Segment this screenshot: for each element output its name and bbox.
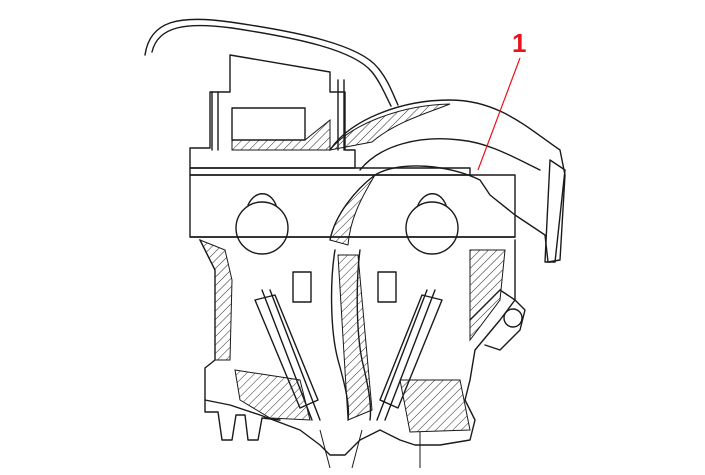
leader-bottom-2 [351,429,363,469]
hatch-bottom-right [399,379,471,433]
hatch-center-web [337,254,373,421]
camshaft-right [405,201,459,255]
valve-stem-right-b [376,289,428,421]
injector-ring [503,308,523,328]
valve-spring-left [292,271,312,303]
callout-leader-line [477,57,521,171]
cover-inner [231,107,306,141]
callout-number-label: 1 [512,28,527,58]
valve-stem-left-b [269,289,321,421]
valve-guide-right [379,294,443,409]
intake-runner-inner [359,138,541,171]
valve-stem-right [384,289,436,421]
manifold-flange [544,159,566,263]
hatch-cover-wall [231,118,331,151]
hatch-intake-wall [329,174,376,246]
valve-cover-box [189,54,356,169]
leader-bottom-1 [319,429,331,469]
top-hose-inner [151,24,392,107]
hatch-bottom-left [234,369,311,421]
hatch-left-wall [198,239,233,361]
cam-lobe-right [417,193,447,206]
camshaft-left [235,201,289,255]
hatch-manifold-top [328,103,451,151]
lower-head-outline [199,239,516,456]
exhaust-port-left [204,399,281,441]
valve-guide-left [254,294,319,409]
cam-lobe-left [247,193,277,206]
valve-spring-right [377,271,397,303]
cam-housing-plate [189,167,471,176]
hatch-right-wall [469,249,506,342]
top-hose-outline [144,18,399,106]
